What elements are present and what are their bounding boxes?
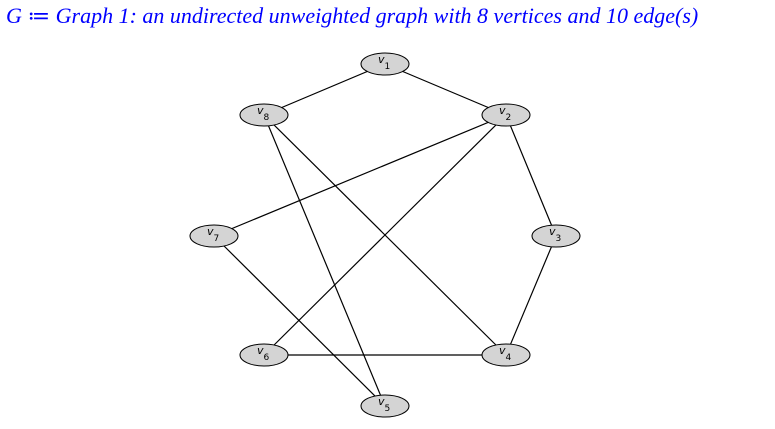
vertex-label-v4: v4: [499, 344, 512, 363]
graph-title: G ≔ Graph 1: an undirected unweighted gr…: [6, 3, 771, 29]
vertex-letter: v: [257, 344, 264, 357]
edge-v1-v8: [263, 63, 386, 116]
edge-v2-v3: [505, 114, 557, 237]
vertex-v1: v1: [360, 52, 410, 76]
vertex-label-v7: v7: [207, 225, 219, 244]
vertex-subscript: 5: [385, 404, 391, 414]
vertex-letter: v: [207, 225, 214, 238]
vertex-label-v6: v6: [257, 344, 270, 363]
vertex-v6: v6: [239, 343, 289, 367]
vertex-letter: v: [549, 225, 556, 238]
vertex-node-v6: [239, 343, 289, 367]
vertex-label-v8: v8: [257, 104, 270, 123]
vertex-v3: v3: [531, 224, 581, 248]
vertex-v7: v7: [189, 224, 239, 248]
vertex-subscript: 1: [385, 62, 391, 72]
vertex-node-v8: [239, 103, 289, 127]
graph-description: Graph 1: an undirected unweighted graph …: [55, 3, 699, 28]
edge-v3-v4: [505, 235, 557, 356]
vertex-label-v1: v1: [378, 53, 390, 72]
vertex-node-v1: [360, 52, 410, 76]
edge-v2-v7: [213, 114, 507, 237]
vertex-subscript: 6: [264, 353, 270, 363]
edge-v1-v2: [384, 63, 507, 116]
vertex-letter: v: [257, 104, 264, 117]
vertex-subscript: 4: [506, 353, 512, 363]
vertex-letter: v: [378, 395, 385, 408]
vertex-subscript: 8: [264, 113, 270, 123]
vertex-node-v5: [360, 394, 410, 418]
vertex-node-v7: [189, 224, 239, 248]
edge-v5-v8: [263, 114, 386, 407]
vertex-label-v3: v3: [549, 225, 561, 244]
graph-symbol: G: [6, 3, 22, 28]
assignment-operator: ≔: [21, 3, 56, 28]
vertex-subscript: 7: [214, 234, 220, 244]
vertex-v2: v2: [481, 103, 531, 127]
vertex-subscript: 2: [506, 113, 512, 123]
edge-v5-v7: [213, 235, 386, 407]
vertex-label-v2: v2: [499, 104, 511, 123]
edge-v4-v8: [263, 114, 507, 356]
edge-layer: [213, 63, 557, 407]
vertex-letter: v: [499, 104, 506, 117]
vertex-node-v4: [481, 343, 531, 367]
vertex-subscript: 3: [556, 234, 562, 244]
vertex-v8: v8: [239, 103, 289, 127]
vertex-v4: v4: [481, 343, 531, 367]
vertex-letter: v: [378, 53, 385, 66]
vertex-node-v3: [531, 224, 581, 248]
vertex-node-v2: [481, 103, 531, 127]
vertex-label-v5: v5: [378, 395, 390, 414]
vertex-v5: v5: [360, 394, 410, 418]
vertex-letter: v: [499, 344, 506, 357]
